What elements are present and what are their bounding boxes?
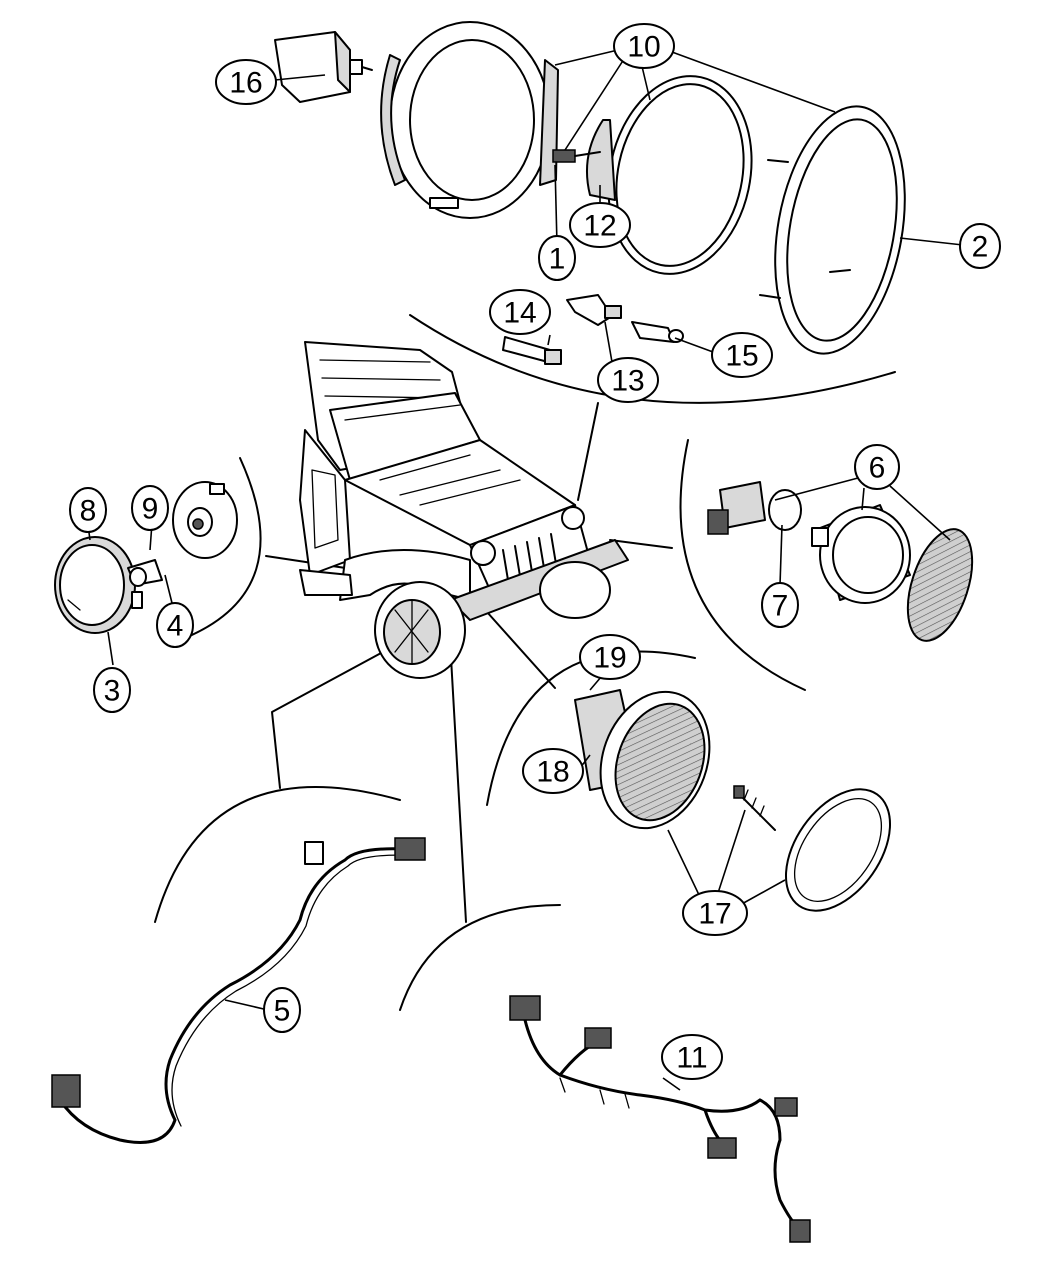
park-bulb-part <box>707 481 802 535</box>
leader-vehicle-park-lamp <box>609 539 673 549</box>
arc-side-marker-region <box>184 457 262 639</box>
fog-lamp-lens-part <box>784 788 892 912</box>
vehicle-headlamp-left <box>470 540 496 566</box>
callout-1: 1 <box>538 235 576 281</box>
callout-12: 12 <box>569 202 631 248</box>
leveling-motor-part <box>274 31 373 103</box>
callout-11: 11 <box>661 1034 723 1080</box>
callout-9: 9 <box>131 485 169 531</box>
callout-11-label: 11 <box>676 1042 707 1075</box>
wiring-harness-left-part <box>51 837 426 1144</box>
park-turn-assembly <box>707 481 974 642</box>
side-marker-lamp-part <box>54 536 143 634</box>
callout-12-label: 12 <box>583 210 616 243</box>
mounting-ring-part <box>380 21 559 219</box>
bulb-15-part <box>631 321 684 343</box>
callout-3-label: 3 <box>104 675 121 708</box>
side-marker-bulb-part <box>127 559 163 587</box>
callout-16: 16 <box>215 59 277 105</box>
leader-vehicle-harness-right <box>449 639 467 923</box>
callout-10-label: 10 <box>627 31 660 64</box>
callout-19: 19 <box>579 634 641 680</box>
callout-7-label: 7 <box>772 590 789 623</box>
callout-4-label: 4 <box>167 610 184 643</box>
callout-5-label: 5 <box>274 995 291 1028</box>
callout-18-label: 18 <box>536 756 569 789</box>
wiring-harness-right-part <box>509 995 811 1243</box>
park-lamp-lens-part <box>906 528 974 642</box>
callout-2: 2 <box>959 223 1001 269</box>
callout-17-label: 17 <box>698 898 731 931</box>
arc-harness-left-region <box>154 786 401 923</box>
headlamp-assembly <box>274 21 906 365</box>
callout-17: 17 <box>682 890 748 936</box>
vehicle-headlamp-right <box>561 506 585 530</box>
callout-15-label: 15 <box>725 340 758 373</box>
callout-5: 5 <box>263 987 301 1033</box>
callout-14-label: 14 <box>503 297 536 330</box>
callout-19-label: 19 <box>593 642 626 675</box>
arc-fog-lamp-region <box>486 650 696 806</box>
callout-13-label: 13 <box>611 365 644 398</box>
headlamp-unit-part <box>552 75 753 275</box>
callout-8-label: 8 <box>80 495 97 528</box>
vehicle-illustration <box>299 341 629 679</box>
arc-park-turn-region <box>679 439 806 691</box>
side-marker-socket-part <box>172 481 238 559</box>
callout-10: 10 <box>613 23 675 69</box>
callout-16-label: 16 <box>229 67 262 100</box>
callout-6-label: 6 <box>869 452 886 485</box>
callout-1-label: 1 <box>549 243 566 276</box>
arc-harness-right-region <box>399 904 561 1011</box>
callout-3: 3 <box>93 667 131 713</box>
callout-2-label: 2 <box>972 231 989 264</box>
callout-8: 8 <box>69 487 107 533</box>
callout-13: 13 <box>597 357 659 403</box>
bezel-part <box>759 105 906 355</box>
park-lamp-housing-part <box>811 504 911 604</box>
leader-vehicle-harness-left <box>271 639 406 789</box>
callout-14: 14 <box>489 289 551 335</box>
region-arcs <box>154 314 896 1011</box>
leader-vehicle-fog-lamp <box>486 611 556 689</box>
fog-lamp-screw-part <box>733 785 776 831</box>
leader-vehicle-headlamp <box>577 402 599 501</box>
grille-slots <box>502 533 557 581</box>
callout-9-label: 9 <box>142 493 159 526</box>
callout-15: 15 <box>711 332 773 378</box>
bulb-14-part <box>502 336 562 365</box>
bulb-13-part <box>566 294 622 326</box>
fog-lamp-housing-part <box>574 689 711 830</box>
callout-4: 4 <box>156 602 194 648</box>
callout-6: 6 <box>854 444 900 490</box>
side-marker-assembly <box>54 481 238 634</box>
fog-lamp-assembly <box>574 689 892 912</box>
callout-18: 18 <box>522 748 584 794</box>
callout-7: 7 <box>761 582 799 628</box>
